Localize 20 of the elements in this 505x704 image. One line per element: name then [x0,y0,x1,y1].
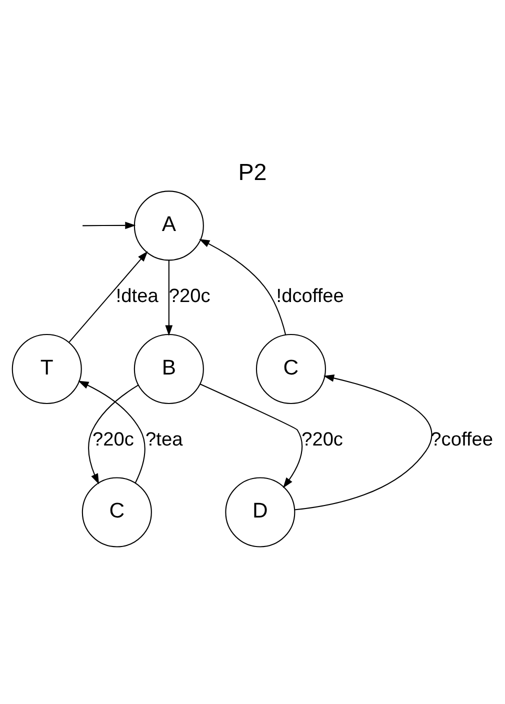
node-circle: B [134,334,204,404]
arrow [199,238,286,335]
arrow [68,251,148,342]
edge-label: ?20c [92,429,134,450]
edge-label: !dtea [116,286,158,308]
arrow [78,380,146,484]
edge-label: !dcoffee [276,286,344,308]
arrow [200,384,302,488]
edge-label: ?coffee [430,429,493,450]
edge-label: ?20c [168,286,210,308]
node-circle: C [82,477,152,548]
edge-label: ?20c [302,429,343,450]
arrow [165,260,173,336]
edge-label: ?tea [146,429,183,450]
node-circle: C [256,334,326,404]
arrow [294,374,432,510]
arrow [88,384,138,484]
arrow [82,222,136,230]
diagram-title: P2 [238,159,267,186]
node-circle: T [12,334,82,404]
